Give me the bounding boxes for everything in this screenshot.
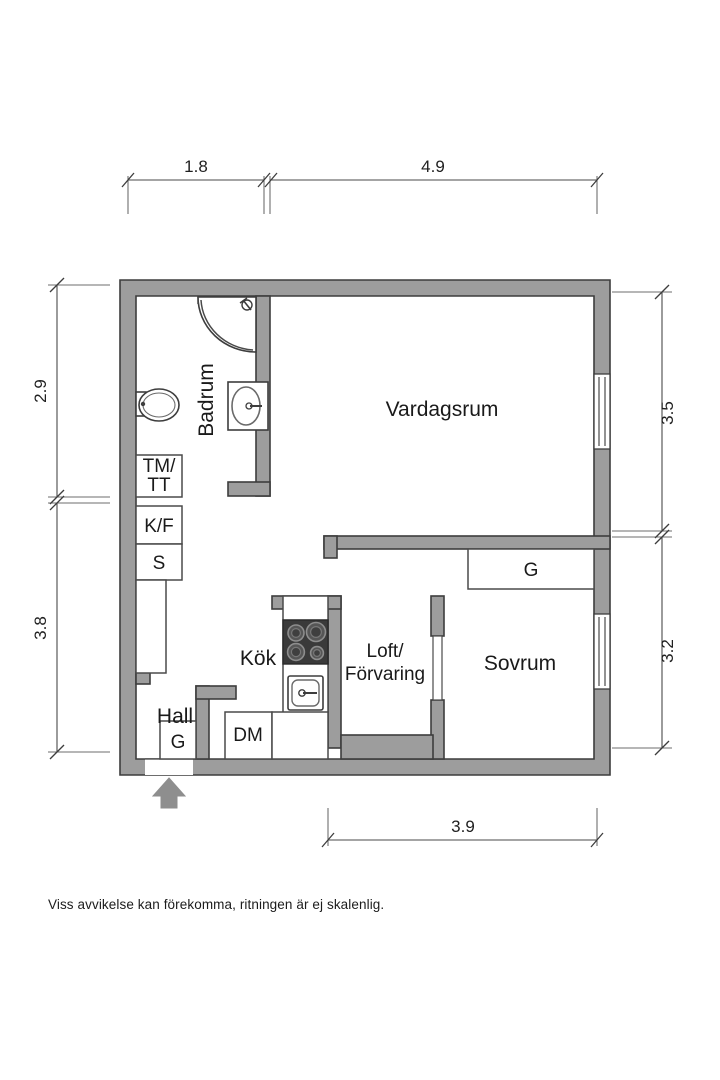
room-label-loft-line1: Loft/: [367, 641, 405, 662]
cabinet-g-hall-label: G: [171, 732, 186, 753]
cabinet-g-sovrum: G: [467, 548, 595, 590]
cabinet-k-f-label: K/F: [144, 516, 174, 537]
cabinet-tm-tt-label-2: TT: [147, 475, 171, 496]
closet-tall-left: [135, 579, 167, 674]
exterior-walls: [119, 279, 611, 776]
toilet-icon: [135, 388, 180, 422]
stove-icon: [282, 619, 329, 665]
room-label-kok: Kök: [240, 647, 277, 670]
wall-notch-left: [135, 671, 151, 685]
dimension-bottom: 3.9: [321, 808, 604, 848]
cabinet-dm-label: DM: [233, 725, 263, 746]
dimension-top-1-label: 1.8: [184, 157, 208, 176]
dimension-right: 3.5 3.2: [612, 284, 677, 756]
washbasin-icon: [227, 381, 269, 431]
entrance-arrow-icon: [151, 777, 187, 809]
dimension-right-2-label: 3.2: [658, 639, 677, 663]
entry-door-opening: [145, 758, 193, 775]
cabinet-tm-tt: TM/ TT: [135, 454, 183, 498]
kitchen-sink-icon: [287, 675, 324, 711]
dimension-top: 1.8 4.9: [121, 157, 604, 214]
room-label-badrum: Badrum: [195, 363, 218, 437]
shower-head-icon: [239, 297, 253, 311]
window-vardagsrum: [593, 373, 611, 450]
room-label-vardagsrum: Vardagsrum: [386, 398, 499, 421]
dimension-top-2-label: 4.9: [421, 157, 445, 176]
disclaimer-note: Viss avvikelse kan förekomma, ritningen …: [48, 897, 385, 912]
cabinet-dm: DM: [224, 711, 273, 760]
dimension-left: 2.9 3.8: [31, 277, 110, 760]
cabinet-g-hall: G: [159, 720, 197, 760]
dimension-left-2-label: 3.8: [31, 616, 50, 640]
kitchen-base-cab: [271, 711, 329, 760]
room-label-sovrum: Sovrum: [484, 652, 556, 675]
cabinet-g-sovrum-label: G: [524, 560, 539, 581]
interior-walls: [195, 295, 611, 760]
dimension-left-1-label: 2.9: [31, 379, 50, 403]
shower-icon: [197, 296, 257, 353]
room-label-loft-line2: Förvaring: [345, 664, 425, 685]
window-sovrum: [593, 613, 611, 690]
dimension-right-1-label: 3.5: [658, 401, 677, 425]
cabinet-k-f: K/F: [135, 505, 183, 545]
dimension-bottom-1-label: 3.9: [451, 817, 475, 836]
cabinet-s: S: [135, 543, 183, 581]
door-loft-sovrum: [432, 635, 443, 701]
cabinet-tm-tt-label-1: TM/: [143, 456, 176, 477]
cabinet-s-label: S: [153, 553, 166, 574]
room-label-hall: Hall: [157, 705, 193, 728]
